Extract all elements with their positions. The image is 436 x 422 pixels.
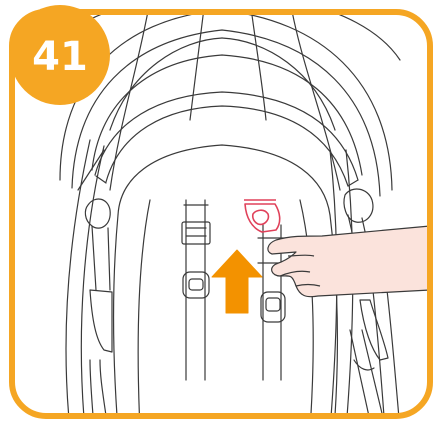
up-arrow-icon — [212, 250, 262, 313]
canopy-visor — [95, 92, 358, 186]
step-badge: 41 — [10, 5, 110, 105]
lower-frame — [90, 330, 386, 422]
shoulder-strap-buckle-icon — [244, 200, 280, 232]
hand-icon — [268, 226, 430, 297]
step-number: 41 — [32, 34, 88, 80]
left-shoulder-strap — [182, 200, 210, 380]
